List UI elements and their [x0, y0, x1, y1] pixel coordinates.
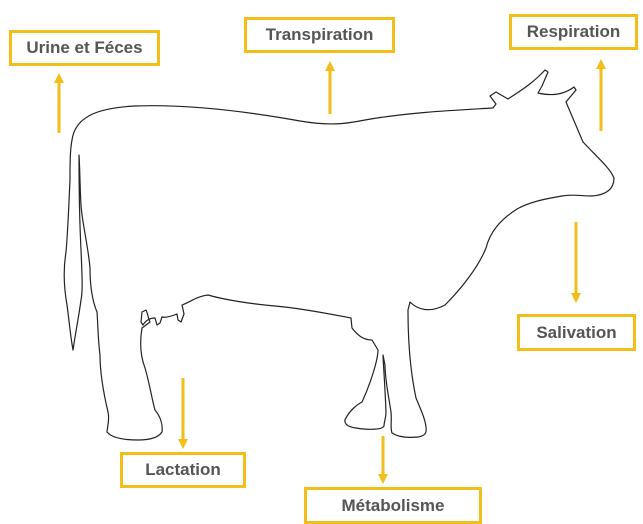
- label-salivation: Salivation: [517, 314, 636, 351]
- label-metabolisme: Métabolisme: [304, 487, 482, 524]
- label-transpiration: Transpiration: [244, 17, 395, 53]
- label-urine-et-feces: Urine et Féces: [9, 30, 160, 66]
- cow-outline: [64, 70, 614, 440]
- label-respiration-text: Respiration: [527, 22, 621, 42]
- label-metabolisme-text: Métabolisme: [342, 496, 445, 516]
- label-lactation-text: Lactation: [145, 460, 221, 480]
- label-urine-text: Urine et Féces: [26, 38, 142, 58]
- label-lactation: Lactation: [120, 452, 246, 488]
- label-respiration: Respiration: [509, 14, 638, 50]
- label-salivation-text: Salivation: [536, 323, 616, 343]
- label-transpiration-text: Transpiration: [266, 25, 374, 45]
